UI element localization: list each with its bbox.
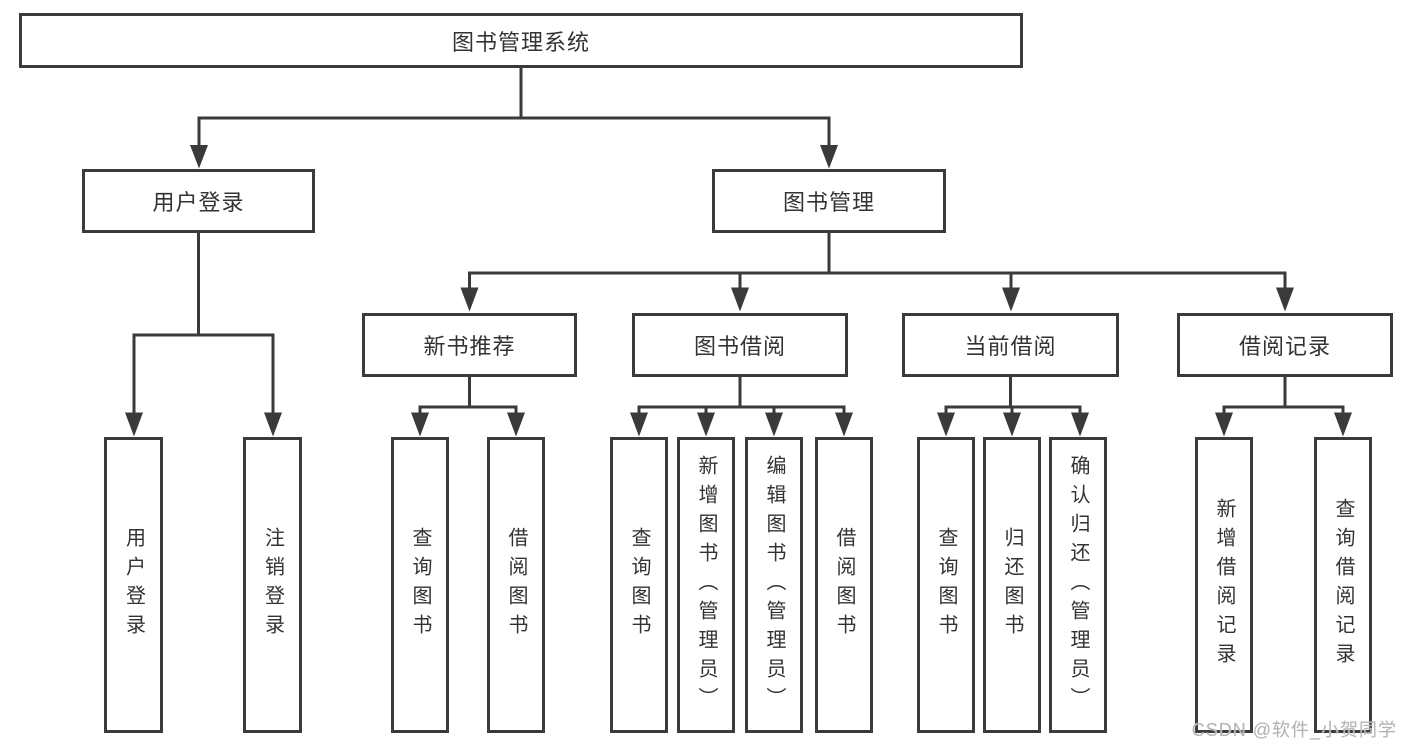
leaf-user-login-label: 用户登录 <box>122 527 145 643</box>
leaf-current-confirm-return-admin: 确认归还（管理员） <box>1049 437 1107 733</box>
leaf-current-query-books: 查询图书 <box>917 437 975 733</box>
arrow-down-icon <box>731 287 749 312</box>
node-borrowing-records-label: 借阅记录 <box>1238 334 1331 359</box>
arrow-down-icon <box>411 412 429 437</box>
arrow-down-icon <box>460 287 479 312</box>
leaf-newrec-borrow-books: 借阅图书 <box>487 437 545 733</box>
node-library-management-system: 图书管理系统 <box>19 13 1023 68</box>
arrow-down-icon <box>765 412 783 437</box>
node-current-borrowing-label: 当前借阅 <box>964 334 1057 359</box>
leaf-borrowing-edit-books-admin: 编辑图书（管理员） <box>745 437 803 733</box>
arrow-down-icon <box>937 412 955 437</box>
arrow-down-icon <box>190 145 208 169</box>
node-current-borrowing: 当前借阅 <box>902 313 1119 377</box>
leaf-borrowing-borrow-books: 借阅图书 <box>815 437 873 733</box>
leaf-user-login: 用户登录 <box>104 437 163 733</box>
arrowheads <box>125 145 1352 437</box>
leaf-borrowing-add-books-admin-label: 新增图书（管理员） <box>695 454 717 716</box>
node-library-management-system-label: 图书管理系统 <box>451 29 590 55</box>
leaf-newrec-query-books-label: 查询图书 <box>409 527 431 643</box>
node-user-login: 用户登录 <box>82 169 315 233</box>
arrow-down-icon <box>820 145 838 169</box>
leaf-current-return-books: 归还图书 <box>983 437 1041 733</box>
leaf-records-add-borrow-record: 新增借阅记录 <box>1195 437 1253 733</box>
leaf-records-add-borrow-record-label: 新增借阅记录 <box>1213 498 1235 672</box>
node-book-borrowing: 图书借阅 <box>632 313 848 377</box>
arrow-down-icon <box>835 412 853 437</box>
leaf-borrowing-edit-books-admin-label: 编辑图书（管理员） <box>763 454 785 716</box>
leaf-current-confirm-return-admin-label: 确认归还（管理员） <box>1067 454 1089 716</box>
arrow-down-icon <box>630 412 648 437</box>
csdn-watermark: CSDN @软件_小贺同学 <box>1191 720 1397 740</box>
leaf-borrowing-add-books-admin: 新增图书（管理员） <box>677 437 735 733</box>
arrow-down-icon <box>507 412 525 437</box>
node-borrowing-records: 借阅记录 <box>1177 313 1393 377</box>
arrow-down-icon <box>264 412 282 437</box>
arrow-down-icon <box>1276 287 1294 312</box>
leaf-current-query-books-label: 查询图书 <box>935 527 957 643</box>
leaf-newrec-borrow-books-label: 借阅图书 <box>505 527 527 643</box>
node-user-login-label: 用户登录 <box>152 190 245 215</box>
arrow-down-icon <box>697 412 715 437</box>
arrow-down-icon <box>1071 412 1089 437</box>
leaf-logout-label: 注销登录 <box>261 527 284 643</box>
node-new-book-recommendation: 新书推荐 <box>362 313 577 377</box>
arrow-down-icon <box>1334 412 1352 437</box>
leaf-logout: 注销登录 <box>243 437 302 733</box>
arrow-down-icon <box>1003 412 1021 437</box>
leaf-borrowing-borrow-books-label: 借阅图书 <box>833 527 855 643</box>
node-book-borrowing-label: 图书借阅 <box>693 334 786 359</box>
arrow-down-icon <box>1002 287 1020 312</box>
node-new-book-recommendation-label: 新书推荐 <box>423 334 516 359</box>
leaf-borrowing-query-books-label: 查询图书 <box>628 527 650 643</box>
connector-paths <box>132 65 1345 414</box>
node-book-management: 图书管理 <box>712 169 946 233</box>
arrow-down-icon <box>1215 412 1233 437</box>
node-book-management-label: 图书管理 <box>782 190 875 215</box>
leaf-current-return-books-label: 归还图书 <box>1001 527 1023 643</box>
leaf-borrowing-query-books: 查询图书 <box>610 437 668 733</box>
leaf-newrec-query-books: 查询图书 <box>391 437 449 733</box>
leaf-records-query-borrow-record: 查询借阅记录 <box>1314 437 1372 733</box>
leaf-records-query-borrow-record-label: 查询借阅记录 <box>1332 498 1354 672</box>
arrow-down-icon <box>125 412 143 437</box>
